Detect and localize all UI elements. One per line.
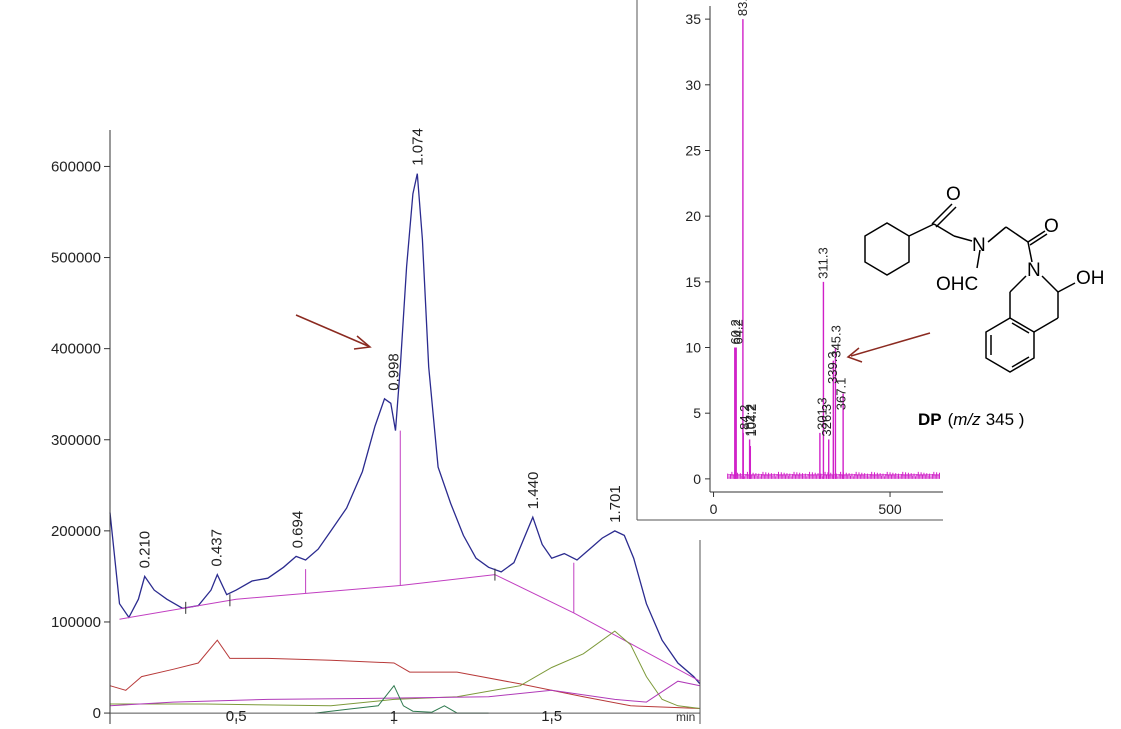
- series-main: [109, 173, 701, 685]
- peak-label: 0.694: [289, 511, 306, 549]
- bond: [953, 235, 973, 242]
- y-tick-label: 400000: [51, 341, 101, 358]
- chromatogram-panel: 0 100000 200000 300000 400000 500000 600000 0.5…: [51, 128, 701, 725]
- ms-peak-label: 345.3: [828, 325, 843, 358]
- peak-label: 0.437: [208, 529, 225, 567]
- cyclohexane-ring: [864, 222, 910, 276]
- atom-N: N: [972, 235, 986, 256]
- atom-O: O: [1044, 216, 1059, 237]
- caption-mz: m/z: [953, 410, 981, 429]
- ms-y-tick-label: 15: [685, 274, 701, 290]
- bond-double-b: [935, 206, 957, 228]
- caption-value: 345 ): [986, 410, 1025, 429]
- ms-bars: [727, 19, 940, 479]
- y-tick-label: 500000: [51, 250, 101, 267]
- bond: [1009, 275, 1027, 293]
- atom-OHC: OHC: [936, 274, 978, 295]
- series-trace_green: [315, 684, 489, 714]
- ms-peak-label: 326.3: [819, 404, 834, 437]
- y-tick-label: 200000: [51, 523, 101, 540]
- y-tick-label: 100000: [51, 614, 101, 631]
- bond: [1033, 317, 1059, 333]
- series-trace_magenta: [109, 680, 701, 707]
- peak-label: 1.701: [607, 485, 624, 523]
- bond: [1027, 241, 1033, 263]
- peak-label: 0.998: [385, 353, 402, 391]
- bond-double-d: [1029, 233, 1048, 246]
- bond: [908, 223, 935, 237]
- atom-OH: OH: [1076, 268, 1105, 289]
- ms-axes: 0 5 10 15 20 25 30 35 0 500: [685, 6, 943, 517]
- ms-y-tick-label: 10: [685, 340, 701, 356]
- x-tick-label: 1: [390, 708, 398, 724]
- ms-y-tick-label: 35: [685, 11, 701, 27]
- benzene-ring: [985, 317, 1035, 373]
- series-baseline: [119, 574, 701, 682]
- ms-x-tick-label: 0: [710, 501, 718, 517]
- bond: [1041, 275, 1059, 293]
- peak-label: 0.210: [137, 531, 154, 569]
- peak-label: 1.440: [525, 472, 542, 510]
- chemical-structure: [864, 203, 1076, 373]
- ms-y-tick-label: 5: [693, 405, 701, 421]
- bond: [976, 249, 981, 269]
- atom-N: N: [1027, 260, 1041, 281]
- ms-x-tick-label: 500: [878, 501, 902, 517]
- ms-y-tick-label: 30: [685, 77, 701, 93]
- ms-peak-label: 64.2: [731, 319, 746, 344]
- bond-double-a: [931, 203, 953, 225]
- aromatic-inner-c: [1011, 322, 1030, 334]
- arrow-to-ms-peak: [846, 332, 931, 363]
- series-trace_red: [109, 639, 701, 709]
- chromatogram-traces: [109, 173, 701, 714]
- chromatogram-axes: 0 100000 200000 300000 400000 500000 600000 0.5…: [51, 130, 701, 725]
- bond-hidden: [1034, 344, 1058, 358]
- series-trace_olive: [110, 630, 701, 709]
- atom-O: O: [946, 184, 961, 205]
- ms-y-tick-label: 0: [693, 471, 701, 487]
- caption-paren: (: [948, 410, 954, 429]
- arrow-to-peak: [295, 314, 372, 350]
- ms-peak-label: 339.3: [825, 351, 840, 384]
- bond: [1005, 226, 1029, 243]
- y-tick-label: 0: [93, 705, 101, 722]
- x-tick-label: 1.5: [541, 708, 562, 724]
- mass-spectrum-panel: 0 5 10 15 20 25 30 35 0 500 60.264.2 83.2 84.2102.2…: [636, 0, 943, 521]
- inset-background: [637, 0, 943, 520]
- ms-y-tick-label: 20: [685, 208, 701, 224]
- aromatic-inner-b: [1011, 356, 1030, 368]
- y-tick-label: 600000: [51, 158, 101, 175]
- peak-label: 1.074: [409, 128, 426, 166]
- structure-caption: DP (m/z 345 ): [918, 410, 1024, 429]
- ms-peak-label: 60.2: [728, 319, 743, 344]
- structure-atoms: O N O N OH OHC: [936, 184, 1105, 295]
- y-tick-label: 300000: [51, 432, 101, 449]
- ms-peak-label: 311.3: [815, 247, 830, 279]
- bond-double-c: [1027, 230, 1046, 243]
- ms-peak-label: 301.3: [814, 397, 829, 430]
- chromatogram-peak-labels: 0.210 0.437 0.694 0.998 1.074 1.440 1.701: [137, 128, 624, 568]
- caption-bold: DP: [918, 410, 942, 429]
- ms-peak-label: 367.1: [833, 378, 848, 411]
- x-unit-label: min: [676, 710, 695, 724]
- bond: [987, 226, 1007, 243]
- ms-peak-label: 83.2: [735, 0, 750, 16]
- x-tick-label: 0.5: [226, 708, 247, 724]
- ms-peak-label: 102.2: [742, 404, 757, 437]
- bond: [1057, 282, 1076, 293]
- ms-y-tick-label: 25: [685, 142, 701, 158]
- ms-peak-label: 104.2: [744, 404, 759, 437]
- ms-peak-label: 84.2: [737, 405, 752, 430]
